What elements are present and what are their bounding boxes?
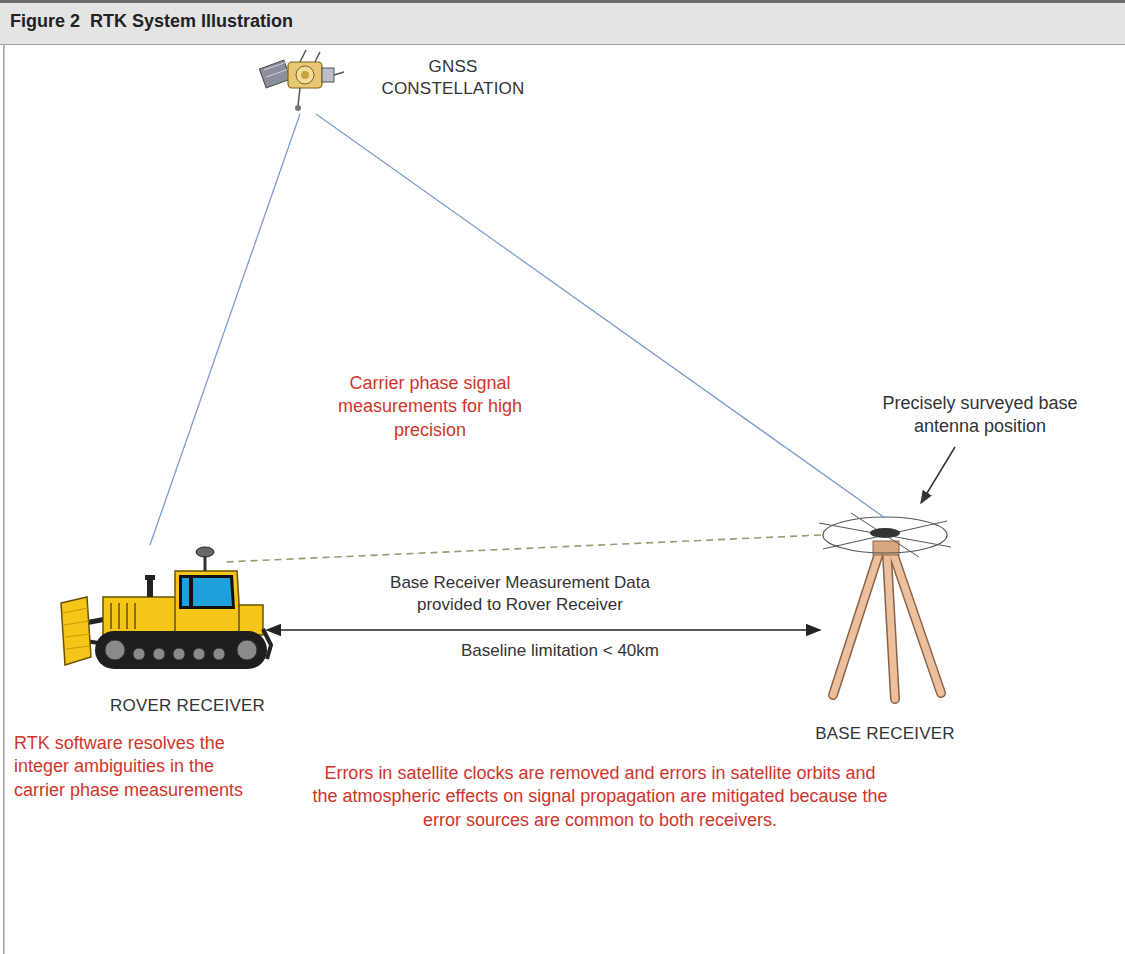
leader-line xyxy=(921,447,955,503)
illustration-part xyxy=(61,597,91,665)
illustration-part xyxy=(296,66,314,84)
annotation-note: RTK software resolves the integer ambigu… xyxy=(14,732,249,802)
node-label: BASE RECEIVER xyxy=(805,723,965,745)
illustration-part xyxy=(300,50,306,62)
signal-line xyxy=(316,114,885,518)
illustration-part xyxy=(0,0,1125,3)
illustration-part xyxy=(264,62,287,70)
illustration-part xyxy=(193,648,205,660)
base-node: BASE RECEIVER xyxy=(805,515,965,755)
illustration-part xyxy=(288,62,322,88)
illustration-part xyxy=(851,513,919,557)
figure-title: Figure 2 RTK System Illustration xyxy=(10,11,293,32)
illustration-part xyxy=(0,0,1125,44)
illustration-part xyxy=(239,605,263,635)
illustration-part xyxy=(105,640,125,660)
illustration-part xyxy=(823,521,947,549)
illustration-part xyxy=(259,60,290,88)
illustration-part xyxy=(196,547,214,557)
annotation-note: Carrier phase signal measurements for hi… xyxy=(310,372,550,442)
illustration-part xyxy=(315,52,320,62)
illustration-part xyxy=(213,648,225,660)
illustration-part xyxy=(182,578,189,606)
illustration-part xyxy=(301,71,309,79)
illustration-part xyxy=(237,640,257,660)
illustration-part xyxy=(175,571,241,635)
illustration-part xyxy=(145,575,155,580)
illustration-part xyxy=(833,553,879,695)
node-label: ROVER RECEIVER xyxy=(95,695,280,717)
callout-note: Precisely surveyed base antenna position xyxy=(850,392,1110,439)
signal-line xyxy=(150,114,300,545)
illustration-part xyxy=(322,68,334,82)
illustration-part xyxy=(111,603,135,629)
illustration-part xyxy=(153,648,165,660)
illustration-part xyxy=(103,597,181,635)
edge-label: Base Receiver Measurement Data provided … xyxy=(370,572,670,616)
illustration-part xyxy=(870,528,900,538)
illustration-part xyxy=(266,69,289,77)
illustration-part xyxy=(193,578,232,606)
illustration-part xyxy=(105,640,257,660)
illustration-part xyxy=(3,44,5,954)
illustration-part xyxy=(147,579,153,597)
node-label: GNSS CONSTELLATION xyxy=(378,56,528,100)
satellite-node: GNSS CONSTELLATION xyxy=(260,50,535,116)
satellite-icon xyxy=(259,50,344,111)
rover-node: ROVER RECEIVER xyxy=(55,545,280,725)
illustration-part xyxy=(823,517,947,553)
illustration-part xyxy=(833,553,941,699)
illustration-part xyxy=(0,44,1125,45)
edge-label-text: Baseline limitation < 40km xyxy=(461,641,659,660)
illustration-part xyxy=(819,523,951,547)
illustration-part xyxy=(893,553,941,693)
baseline-arrow xyxy=(267,629,820,631)
illustration-part xyxy=(173,648,185,660)
illustration-part xyxy=(833,553,879,695)
illustration-part xyxy=(887,555,895,699)
tripod-icon xyxy=(819,513,951,699)
illustration-part xyxy=(179,575,235,609)
edge-label: Baseline limitation < 40km xyxy=(380,640,740,662)
illustration-part xyxy=(295,105,301,111)
bulldozer-icon xyxy=(61,547,271,669)
illustration-part xyxy=(334,72,344,75)
illustration-part xyxy=(63,608,90,649)
data-link xyxy=(225,535,821,562)
illustration-part xyxy=(298,88,300,106)
illustration-part xyxy=(887,555,895,699)
illustration-part xyxy=(833,553,941,699)
illustration-part xyxy=(893,553,941,693)
illustration-part xyxy=(133,648,145,660)
annotation-note: Errors in satellite clocks are removed a… xyxy=(310,762,890,832)
illustration-part xyxy=(95,631,267,669)
edge-label-text: Base Receiver Measurement Data provided … xyxy=(390,573,650,614)
